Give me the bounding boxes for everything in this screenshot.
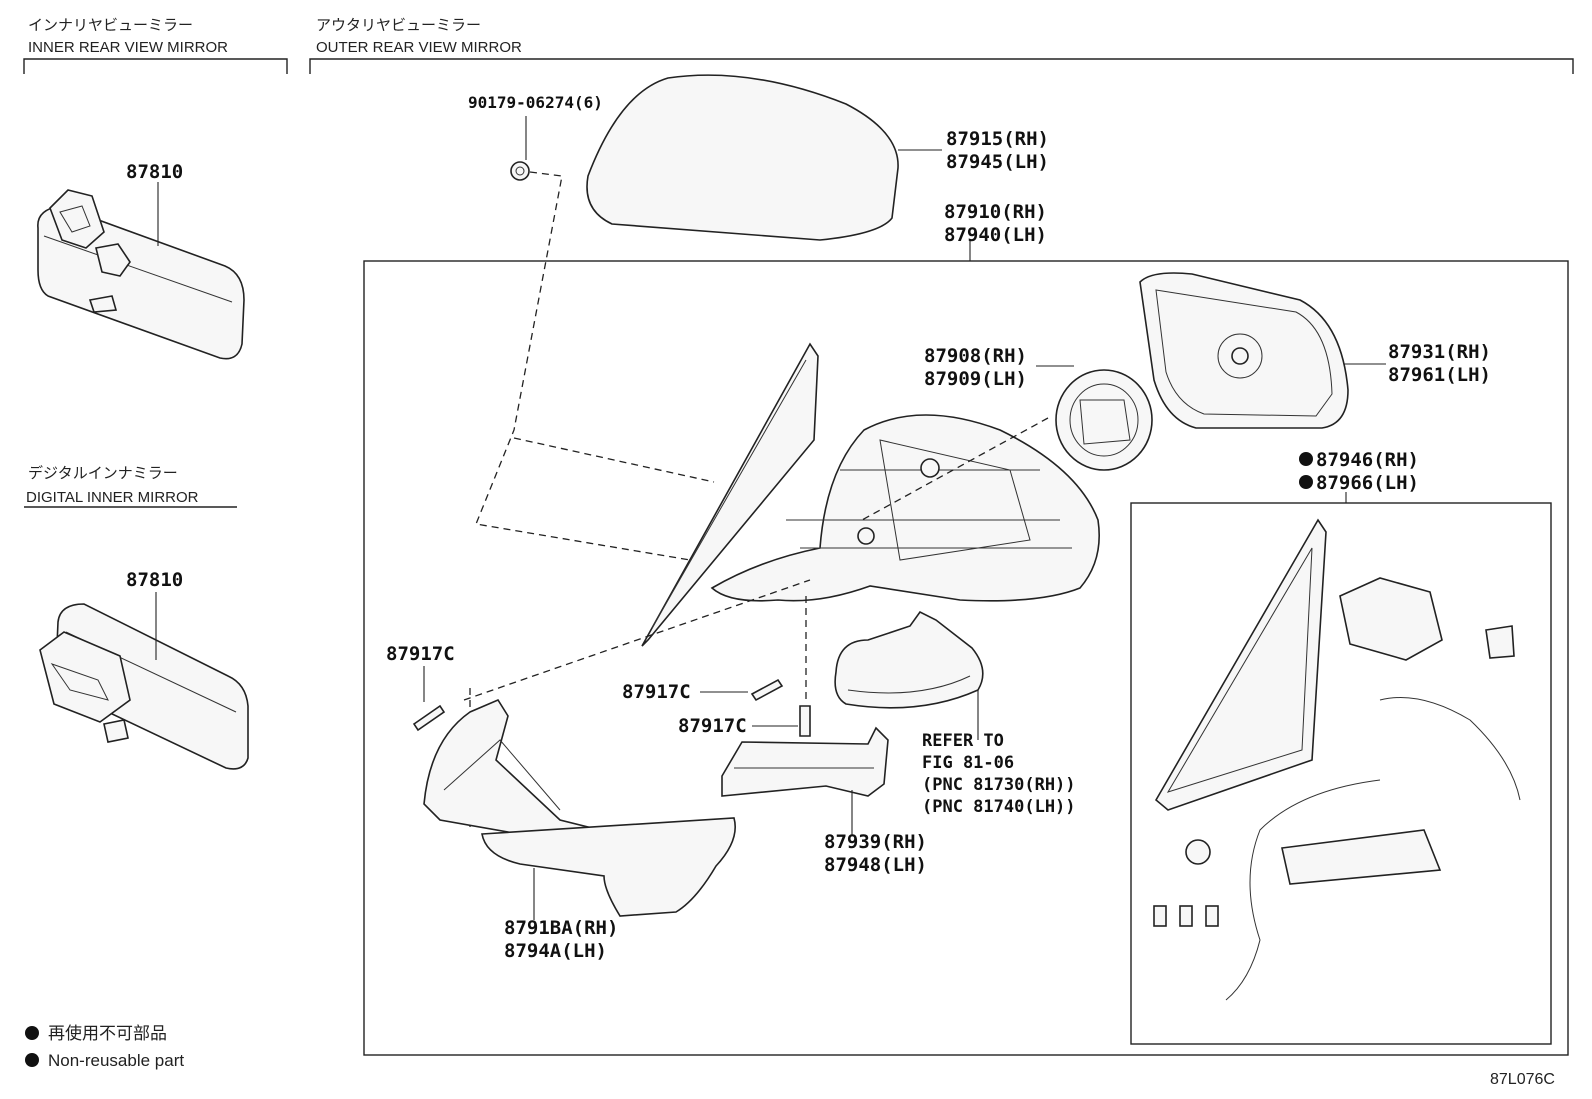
- inner-mirror-title-jp: インナリヤビューミラー: [28, 17, 193, 34]
- under-cover-part: 8791BA(RH) 8794A(LH): [481, 817, 736, 962]
- part-label-87917c-lower: 87917C: [678, 715, 747, 737]
- inner-mirror-bracket: [23, 58, 288, 74]
- part-label-87917c-left: 87917C: [386, 643, 455, 665]
- digital-mirror-title-en: DIGITAL INNER MIRROR: [26, 489, 199, 506]
- clip-90179-part: 90179-06274(6): [468, 93, 691, 561]
- part-label-87945: 87945(LH): [946, 151, 1049, 173]
- non-reusable-bullet-icon: [25, 1026, 39, 1040]
- part-label-90179: 90179-06274(6): [468, 93, 603, 112]
- mirror-housing-part: [710, 414, 1100, 602]
- part-label-87810-inner: 87810: [126, 161, 183, 183]
- refer-line-3: (PNC 81730(RH)): [922, 775, 1076, 795]
- repair-kit-frame: [1130, 502, 1552, 1045]
- part-label-87966: 87966(LH): [1316, 472, 1419, 494]
- non-reusable-bullet-icon: [25, 1053, 39, 1067]
- legend-jp: 再使用不可部品: [48, 1023, 167, 1043]
- screw-87917c-lower: 87917C: [678, 596, 811, 737]
- part-label-87931: 87931(RH): [1388, 341, 1491, 363]
- mirror-actuator-part: 87908(RH) 87909(LH): [924, 345, 1153, 471]
- legend: 再使用不可部品 Non-reusable part: [25, 1023, 184, 1070]
- part-label-87939: 87939(RH): [824, 831, 927, 853]
- part-label-87917c-middle: 87917C: [622, 681, 691, 703]
- part-label-8791ba: 8791BA(RH): [504, 917, 618, 939]
- legend-en: Non-reusable part: [48, 1051, 184, 1070]
- mirror-glass-part: [513, 342, 819, 647]
- refer-line-4: (PNC 81740(LH)): [922, 797, 1076, 817]
- figure-code: 87L076C: [1490, 1071, 1555, 1088]
- outer-mirror-header: アウタリヤビューミラー OUTER REAR VIEW MIRROR: [309, 17, 1574, 74]
- part-label-87946: 87946(RH): [1316, 449, 1419, 471]
- screw-set-icon: [1153, 905, 1219, 927]
- part-label-87961: 87961(LH): [1388, 364, 1491, 386]
- screw-87917c-middle: 87917C: [622, 678, 784, 703]
- digital-mirror-title-jp: デジタルインナミラー: [28, 464, 178, 482]
- part-label-87908: 87908(RH): [924, 345, 1027, 367]
- turn-signal-lamp-part: REFER TO FIG 81-06 (PNC 81730(RH)) (PNC …: [834, 610, 1076, 817]
- repair-kit-contents: [1153, 518, 1521, 1001]
- mirror-cover-part: 87915(RH) 87945(LH): [586, 74, 1049, 241]
- non-reusable-mark-icon: [1299, 475, 1313, 489]
- refer-line-2: FIG 81-06: [922, 753, 1014, 773]
- part-label-87915: 87915(RH): [946, 128, 1049, 150]
- inner-mirror-header: インナリヤビューミラー INNER REAR VIEW MIRROR: [23, 17, 288, 74]
- part-label-87910: 87910(RH): [944, 201, 1047, 223]
- inner-mirror-part: 87810: [37, 161, 245, 360]
- outer-mirror-title-jp: アウタリヤビューミラー: [316, 17, 481, 34]
- part-label-87810-digital: 87810: [126, 569, 183, 591]
- refer-line-1: REFER TO: [922, 731, 1004, 751]
- part-label-87909: 87909(LH): [924, 368, 1027, 390]
- outer-mirror-assembly-frame: [363, 260, 1569, 1056]
- housing-frame-part: 87931(RH) 87961(LH): [1139, 272, 1491, 429]
- digital-mirror-part: 87810: [39, 569, 249, 770]
- outer-mirror-bracket: [309, 58, 1574, 74]
- non-reusable-mark-icon: [1299, 452, 1313, 466]
- part-label-87940: 87940(LH): [944, 224, 1047, 246]
- base-bracket-part: [423, 579, 811, 849]
- repair-kit-label: 87946(RH) 87966(LH): [1299, 449, 1419, 503]
- outer-mirror-title-en: OUTER REAR VIEW MIRROR: [316, 39, 522, 56]
- part-label-8794a: 8794A(LH): [504, 940, 607, 962]
- digital-mirror-header: デジタルインナミラー DIGITAL INNER MIRROR: [24, 464, 237, 508]
- part-label-87948: 87948(LH): [824, 854, 927, 876]
- inner-mirror-title-en: INNER REAR VIEW MIRROR: [28, 39, 228, 56]
- lower-cover-part: 87939(RH) 87948(LH): [721, 726, 927, 876]
